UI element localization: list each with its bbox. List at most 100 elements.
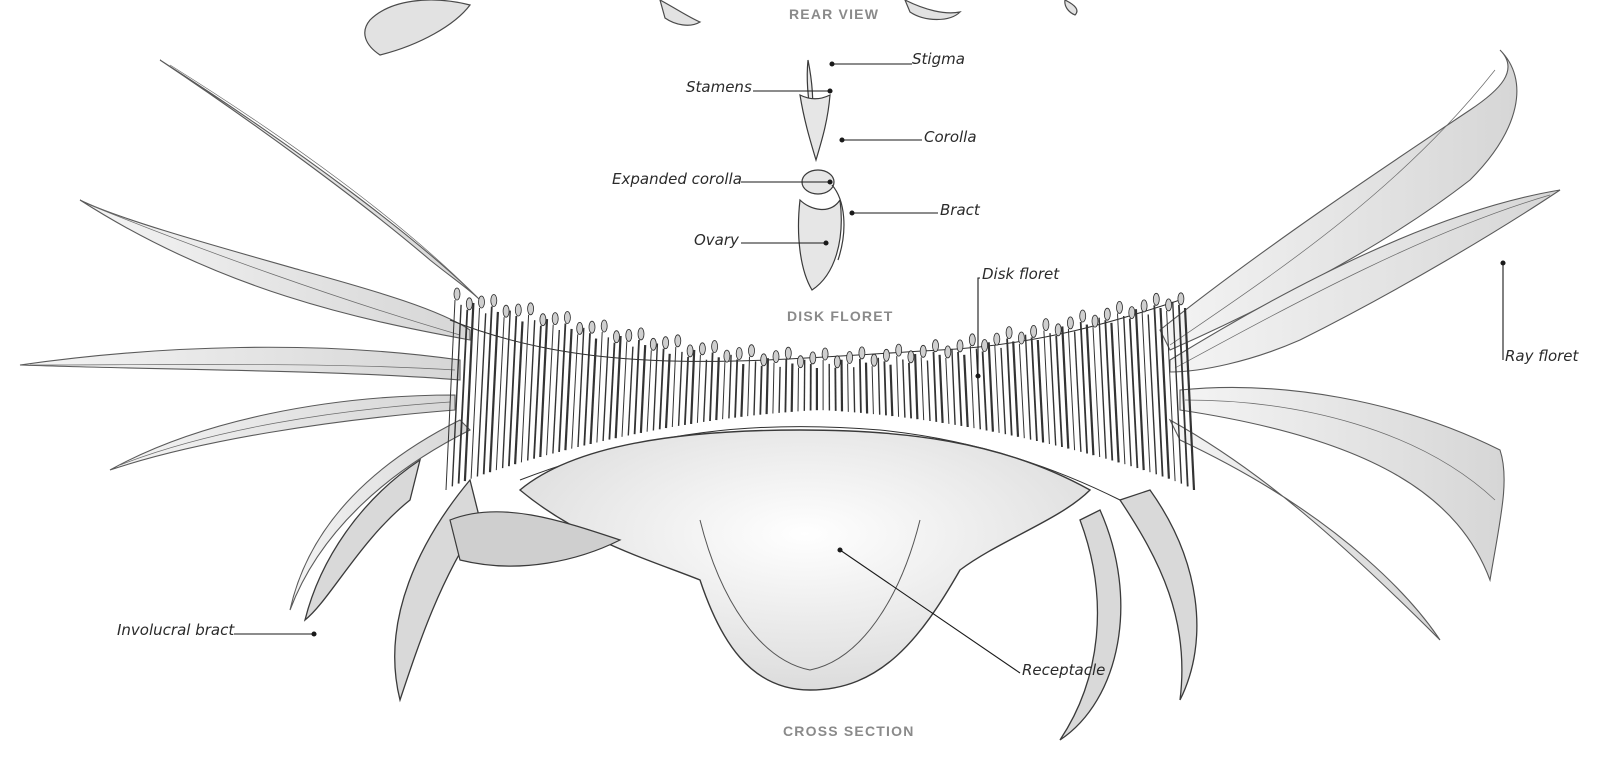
- disk-floret-stroke: [1032, 337, 1037, 441]
- floret-tip: [564, 312, 570, 324]
- disk-floret-stroke: [1019, 344, 1024, 438]
- floret-tip: [982, 340, 988, 352]
- disk-floret-stroke: [748, 357, 750, 416]
- disk-floret-stroke: [989, 342, 993, 431]
- disk-floret-stroke: [603, 337, 608, 441]
- floret-tip: [491, 295, 497, 307]
- disk-floret-stroke: [735, 360, 737, 418]
- floret-tip: [1166, 299, 1172, 311]
- floret-tip: [773, 351, 779, 363]
- disk-floret-stroke: [1007, 339, 1012, 436]
- disk-floret-stroke: [559, 324, 565, 452]
- floret-tip: [454, 288, 460, 300]
- floret-tip: [1031, 325, 1037, 337]
- floret-tip: [810, 352, 816, 364]
- disk-floret-stroke: [540, 319, 547, 457]
- rear-view-fragment: [365, 0, 1077, 55]
- disk-floret-stroke: [785, 359, 786, 412]
- disk-floret-stroke: [528, 320, 535, 460]
- disk-floret-stroke: [779, 367, 780, 413]
- disk-floret-stroke: [616, 336, 621, 438]
- floret-tip: [614, 331, 620, 343]
- disk-floret-stroke: [622, 341, 627, 436]
- floret-tip: [908, 351, 914, 363]
- label-bract: Bract: [940, 201, 980, 219]
- disk-floret-stroke: [1130, 319, 1138, 469]
- disk-floret-stroke: [860, 359, 861, 413]
- label-expanded-corolla: Expanded corolla: [612, 170, 742, 188]
- disk-floret-stroke: [628, 347, 633, 436]
- floret-tip: [920, 345, 926, 357]
- floret-tip: [822, 348, 828, 360]
- floret-tip: [515, 304, 521, 316]
- disk-floret-stroke: [903, 360, 905, 418]
- disk-floret-stroke: [878, 358, 879, 415]
- floret-tip: [1092, 315, 1098, 327]
- floret-tip: [736, 348, 742, 360]
- disk-floret-stroke: [909, 363, 911, 419]
- disk-floret-stroke: [1026, 335, 1031, 440]
- floret-tip: [589, 321, 595, 333]
- floret-tip: [945, 346, 951, 358]
- floret-tip: [1153, 293, 1159, 305]
- disk-floret-stroke: [597, 332, 602, 443]
- label-involucral-bract: Involucral bract: [117, 621, 234, 639]
- disk-floret-stroke: [934, 352, 937, 422]
- disk-floret-stroke: [653, 344, 657, 431]
- floret-tip: [577, 322, 583, 334]
- disk-floret-stroke: [915, 354, 917, 419]
- disk-floret-stroke: [716, 357, 719, 420]
- floret-tip: [675, 335, 681, 347]
- disk-floret-stroke: [964, 355, 968, 427]
- disk-floret-stroke: [848, 364, 849, 412]
- disk-floret-stroke: [958, 352, 961, 426]
- caption-disk-floret: DISK FLORET: [787, 308, 894, 324]
- disk-floret-stroke: [921, 357, 924, 420]
- disk-floret-stroke: [647, 350, 651, 431]
- floret-tip: [552, 313, 558, 325]
- caption-cross-section: CROSS SECTION: [783, 723, 915, 739]
- floret-tip: [994, 333, 1000, 345]
- floret-tip: [969, 334, 975, 346]
- floret-tip: [834, 356, 840, 368]
- floret-tip: [1080, 310, 1086, 322]
- label-receptacle: Receptacle: [1022, 661, 1105, 679]
- floret-tip: [1043, 319, 1049, 331]
- disk-floret-stroke: [710, 353, 713, 422]
- disk-floret-detail: [799, 60, 844, 290]
- disk-floret-stroke: [891, 365, 893, 416]
- disk-floret-stroke: [1013, 341, 1018, 436]
- disk-floret-stroke: [666, 354, 670, 428]
- disk-floret-stroke: [872, 366, 873, 414]
- disk-floret-stroke: [884, 361, 886, 415]
- left-ray-florets: [20, 60, 480, 610]
- disk-floret-stroke: [1075, 332, 1081, 452]
- floret-tip: [1178, 293, 1184, 305]
- disk-floret-stroke: [773, 363, 774, 414]
- disk-floret-stroke: [1050, 333, 1056, 445]
- disk-floret-stroke: [866, 363, 867, 414]
- caption-rear-view: REAR VIEW: [789, 6, 879, 22]
- disk-floret-stroke: [697, 355, 700, 423]
- disk-floret-stroke: [578, 328, 584, 447]
- disk-floret-stroke: [1081, 322, 1087, 454]
- disk-floret-stroke: [927, 361, 930, 422]
- floret-tip: [1067, 317, 1073, 329]
- right-ray-florets: [1160, 50, 1560, 640]
- disk-floret-stroke: [1056, 336, 1062, 447]
- disk-floret-stroke: [792, 364, 793, 412]
- label-disk-floret: Disk floret: [982, 265, 1059, 283]
- disk-floret-stroke: [672, 347, 676, 427]
- disk-floret-stroke: [704, 360, 707, 422]
- disk-floret-stroke: [1068, 329, 1074, 450]
- disk-floret-stroke: [515, 321, 522, 464]
- floret-tip: [601, 320, 607, 332]
- disk-floret-stroke: [1111, 323, 1118, 463]
- label-ray-floret: Ray floret: [1505, 347, 1578, 365]
- disk-floret-stroke: [1087, 325, 1094, 456]
- floret-tip: [798, 356, 804, 368]
- receptacle-section: [450, 430, 1090, 690]
- floret-tip: [883, 349, 889, 361]
